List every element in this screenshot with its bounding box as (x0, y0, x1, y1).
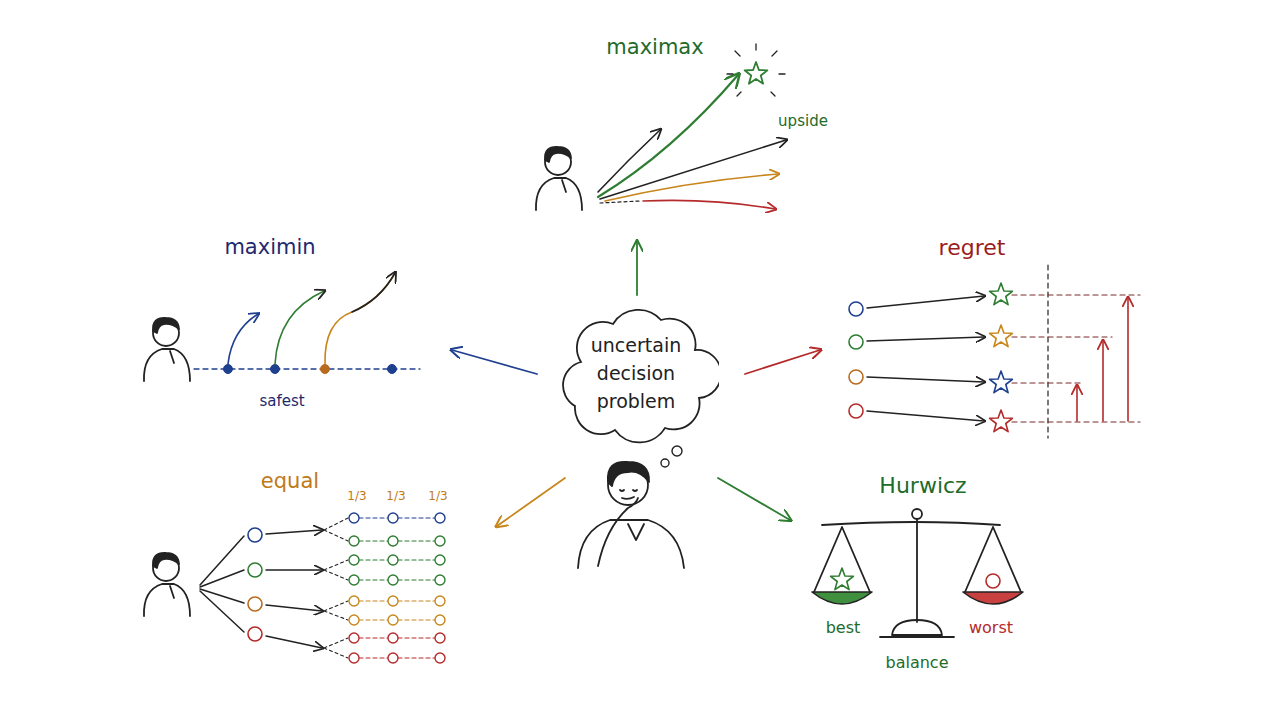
method-title: regret (939, 236, 1006, 260)
outcome-arrow (228, 314, 258, 364)
probability-label: 1/3 (386, 490, 405, 503)
star-symbol (990, 283, 1013, 305)
star-symbol (831, 568, 854, 590)
outcome-arrow (867, 337, 984, 341)
star-symbol (990, 371, 1013, 393)
best-pan (812, 592, 872, 604)
outcome-row (349, 615, 445, 625)
option-dot (224, 365, 233, 374)
balance-scale (814, 509, 1021, 637)
outcome-arrow (266, 530, 322, 534)
probability-label: 1/3 (347, 490, 366, 503)
outcome-row (349, 536, 445, 546)
level-dash (1012, 295, 1140, 422)
method-title: Hurwicz (879, 474, 966, 498)
option-circle (849, 302, 863, 316)
option-dot (271, 365, 280, 374)
option-circle (248, 528, 262, 542)
option-dot (388, 365, 397, 374)
outcome-row (349, 513, 445, 523)
direction-arrow (718, 478, 790, 520)
thinking-person (578, 462, 684, 568)
option-circle (248, 597, 262, 611)
person-figure (144, 553, 190, 616)
method-title: maximax (606, 36, 703, 59)
outcome-arrow (600, 140, 786, 199)
direction-arrow (636, 242, 638, 295)
annotation: worst (969, 619, 1013, 637)
option-circle (849, 335, 863, 349)
annotation: safest (259, 393, 304, 410)
outcome-row (349, 555, 445, 565)
regret-arrow (1102, 341, 1104, 421)
outcome-arrow (643, 200, 775, 209)
worst-circle (986, 574, 1000, 588)
outcome-arrow (352, 273, 395, 312)
option-circle (248, 563, 262, 577)
annotation: best (826, 619, 861, 637)
outcome-row (349, 633, 445, 643)
outcome-row (349, 653, 445, 663)
outcome-row (349, 575, 445, 585)
option-circle (849, 370, 863, 384)
star-symbol (745, 62, 768, 84)
regret-arrow (1127, 298, 1129, 421)
outcome-arrow (266, 636, 322, 648)
thought-cloud: uncertain decision problem (553, 300, 719, 446)
outcome-row (349, 596, 445, 606)
dash-line (600, 201, 640, 203)
outcome-arrow (266, 569, 322, 571)
cloud-shape (563, 310, 719, 443)
outcome-arrow (867, 377, 984, 382)
outcome-arrow (605, 174, 778, 201)
outcome-arrow (325, 273, 395, 364)
probability-label: 1/3 (428, 490, 447, 503)
regret-arrow (1076, 386, 1078, 421)
method-title: maximin (224, 236, 315, 259)
star-symbol (990, 325, 1013, 347)
outcome-arrow (867, 296, 984, 308)
star-symbol (990, 410, 1013, 432)
best-outcome-arrow (598, 75, 738, 197)
outcome-arrow (867, 411, 984, 421)
node-text: uncertain decision problem (576, 331, 696, 415)
outcome-arrow (266, 605, 322, 611)
option-circle (849, 404, 863, 418)
worst-pan (963, 592, 1023, 604)
option-circle (248, 627, 262, 641)
divider-dash (1047, 265, 1048, 438)
person-figure (144, 318, 190, 381)
burst-lines (727, 44, 785, 96)
person-figure (536, 147, 582, 210)
outcome-arrow (275, 291, 324, 364)
option-dot (321, 365, 330, 374)
split-dash (324, 518, 348, 658)
annotation: balance (886, 654, 949, 672)
branch-line (200, 536, 244, 632)
thought-bubble (672, 446, 682, 456)
direction-arrow (497, 478, 565, 526)
thought-bubble (661, 459, 669, 467)
annotation: upside (778, 113, 828, 130)
direction-arrow (452, 350, 537, 374)
method-title: equal (261, 470, 319, 493)
direction-arrow (745, 350, 820, 374)
